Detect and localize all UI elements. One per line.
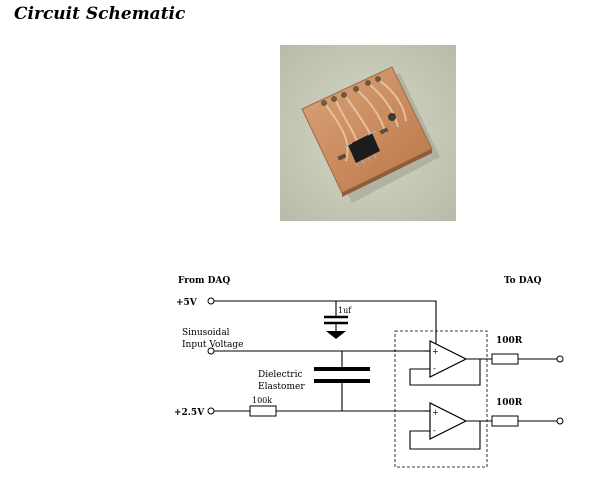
plus5v-label: +5V <box>176 298 198 308</box>
opamp-1-plus: + <box>432 347 439 356</box>
opamp-1-minus: - <box>433 364 436 373</box>
capacitor-value-label: 1uf <box>338 306 352 315</box>
page-title: Circuit Schematic <box>14 4 186 24</box>
opamp-2-minus: - <box>433 426 436 435</box>
plus2-5v-line <box>207 405 424 417</box>
circuit-schematic: From DAQ To DAQ +5V Sinusoidal Input Vol… <box>174 276 564 468</box>
input-label-line1: Sinusoidal <box>182 328 230 338</box>
input-label-line2: Input Voltage <box>182 340 243 350</box>
dielectric-label-line2: Elastomer <box>258 382 305 392</box>
plus2-5v-label: +2.5V <box>174 408 205 418</box>
resistor-100k-label: 100k <box>252 396 272 405</box>
circuit-board-photo <box>280 45 456 221</box>
sinusoidal-input-line <box>207 347 424 355</box>
dielectric-label-line1: Dielectric <box>258 370 303 380</box>
resistor-100r-top-label: 100R <box>496 336 523 346</box>
plus5v-rail <box>207 297 437 345</box>
opamp-2-plus: + <box>432 408 439 417</box>
opamp-1: + - <box>409 340 564 386</box>
dielectric-elastomer-capacitor <box>314 351 370 411</box>
resistor-100r-bottom-label: 100R <box>496 398 523 408</box>
to-daq-label: To DAQ <box>504 276 542 286</box>
opamp-2: + - <box>409 402 564 450</box>
decoupling-capacitor <box>324 301 348 339</box>
from-daq-label: From DAQ <box>178 276 230 286</box>
opamp-package-box <box>394 330 488 468</box>
